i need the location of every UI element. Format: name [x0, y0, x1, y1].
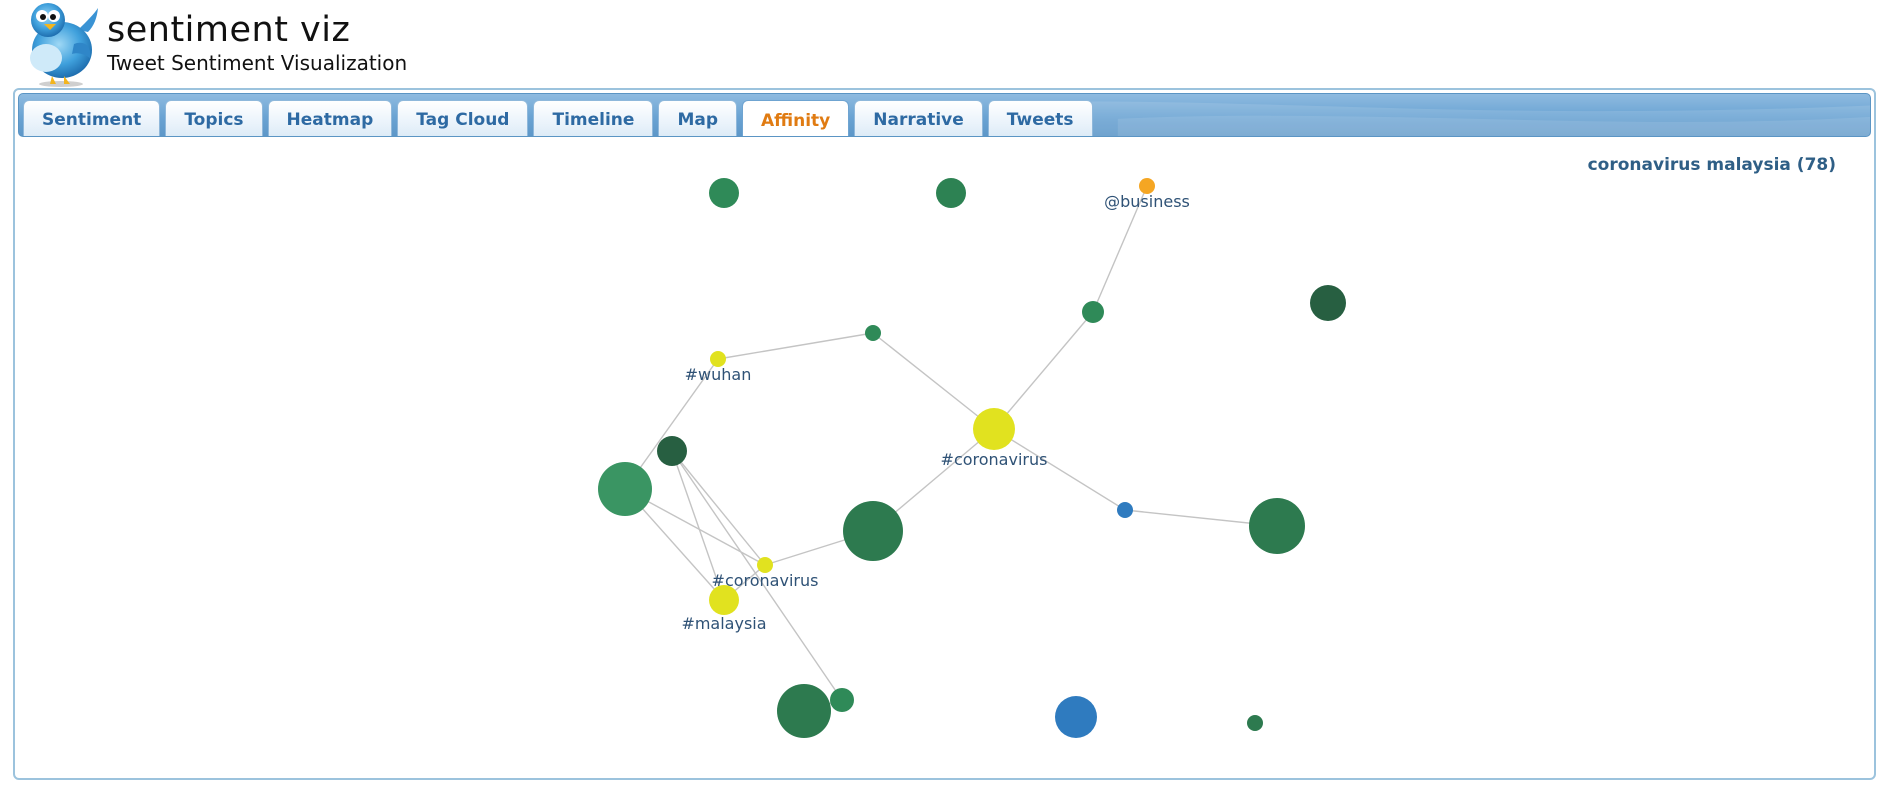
node-label-coronavirus-main: #coronavirus	[941, 450, 1048, 469]
graph-node-wuhan[interactable]	[710, 351, 726, 367]
graph-node-business[interactable]	[1139, 178, 1155, 194]
graph-node[interactable]	[1055, 696, 1097, 738]
query-label: coronavirus malaysia (78)	[1587, 155, 1836, 175]
tab-affinity[interactable]: Affinity	[742, 100, 850, 136]
node-label-wuhan: #wuhan	[685, 365, 752, 384]
graph-node-malaysia[interactable]	[709, 585, 739, 615]
graph-node[interactable]	[1249, 498, 1305, 554]
graph-edge	[872, 332, 995, 430]
graph-edge	[671, 450, 725, 601]
tab-timeline[interactable]: Timeline	[533, 100, 654, 136]
app-title: sentiment viz	[107, 10, 351, 50]
tab-topics[interactable]: Topics	[165, 100, 263, 136]
graph-edge	[671, 450, 843, 701]
graph-node-coronavirus-main[interactable]	[973, 408, 1015, 450]
graph-edge	[993, 428, 1126, 511]
tab-list: Sentiment Topics Heatmap Tag Cloud Timel…	[23, 100, 1093, 136]
header: sentiment viz Tweet Sentiment Visualizat…	[0, 0, 1881, 88]
twitter-bird-logo-icon	[30, 3, 98, 87]
graph-node[interactable]	[936, 178, 966, 208]
graph-node[interactable]	[1247, 715, 1263, 731]
tab-bar: Sentiment Topics Heatmap Tag Cloud Timel…	[18, 93, 1871, 137]
affinity-graph[interactable]: @business #wuhan #coronavirus #coronavir…	[15, 90, 1874, 778]
graph-node[interactable]	[709, 178, 739, 208]
tab-sentiment[interactable]: Sentiment	[23, 100, 161, 136]
node-label-coronavirus: #coronavirus	[712, 571, 819, 590]
graph-node[interactable]	[657, 436, 687, 466]
tab-heatmap[interactable]: Heatmap	[267, 100, 393, 136]
graph-node[interactable]	[865, 325, 881, 341]
graph-labels: @business #wuhan #coronavirus #coronavir…	[681, 192, 1189, 633]
tab-tag-cloud[interactable]: Tag Cloud	[397, 100, 529, 136]
node-label-business: @business	[1104, 192, 1190, 211]
graph-node[interactable]	[843, 501, 903, 561]
tab-map[interactable]: Map	[658, 100, 737, 136]
graph-edge	[717, 332, 874, 360]
tab-bar-background	[997, 101, 1870, 136]
tab-narrative[interactable]: Narrative	[854, 100, 983, 136]
tab-tweets[interactable]: Tweets	[987, 100, 1093, 136]
graph-nodes	[598, 178, 1346, 738]
node-label-malaysia: #malaysia	[681, 614, 766, 633]
main-panel: Sentiment Topics Heatmap Tag Cloud Timel…	[13, 88, 1876, 780]
graph-node[interactable]	[777, 684, 831, 738]
graph-node-coronavirus[interactable]	[757, 557, 773, 573]
graph-node[interactable]	[1082, 301, 1104, 323]
graph-edge	[671, 450, 766, 566]
graph-edge	[993, 311, 1094, 430]
graph-node[interactable]	[598, 462, 652, 516]
graph-edge	[1092, 185, 1148, 313]
graph-node[interactable]	[830, 688, 854, 712]
graph-node[interactable]	[1310, 285, 1346, 321]
app-subtitle: Tweet Sentiment Visualization	[107, 51, 408, 75]
graph-node[interactable]	[1117, 502, 1133, 518]
